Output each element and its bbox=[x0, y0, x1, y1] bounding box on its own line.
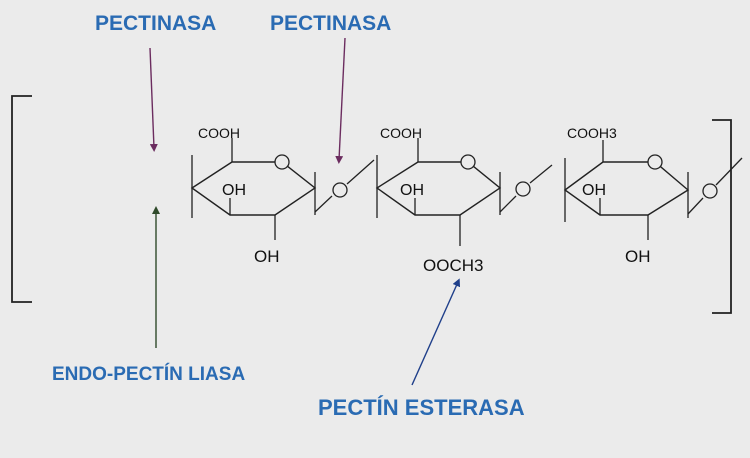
ring2-top-group: COOH bbox=[380, 125, 422, 141]
ring1-inner-group: OH bbox=[222, 182, 246, 199]
label-pectin-esterasa: PECTÍN ESTERASA bbox=[318, 395, 525, 420]
arrow-pectinasa-left bbox=[149, 47, 158, 152]
label-pectinasa-right: PECTINASA bbox=[270, 12, 391, 35]
sugar-ring-1: COOH OH OH bbox=[190, 125, 375, 266]
sugar-ring-2: COOH OH OOCH3 bbox=[375, 125, 553, 275]
arrow-pectin-esterasa bbox=[411, 278, 461, 386]
label-pectinasa-left: PECTINASA bbox=[95, 12, 216, 35]
sugar-ring-3: COOH3 OH OH bbox=[563, 125, 743, 266]
ring3-inner-group: OH bbox=[582, 182, 606, 199]
ring1-top-group: COOH bbox=[198, 125, 240, 141]
ring1-bottom-group: OH bbox=[254, 247, 280, 266]
ring2-inner-group: OH bbox=[400, 182, 424, 199]
label-endo-pectin-liasa: ENDO-PECTÍN LIASA bbox=[52, 363, 245, 385]
ring3-bottom-group: OH bbox=[625, 247, 651, 266]
arrow-pectinasa-right bbox=[335, 37, 346, 164]
ring3-top-group: COOH3 bbox=[567, 125, 617, 141]
right-bracket bbox=[712, 119, 732, 314]
ring2-bottom-group: OOCH3 bbox=[423, 256, 483, 275]
left-bracket bbox=[11, 95, 32, 303]
